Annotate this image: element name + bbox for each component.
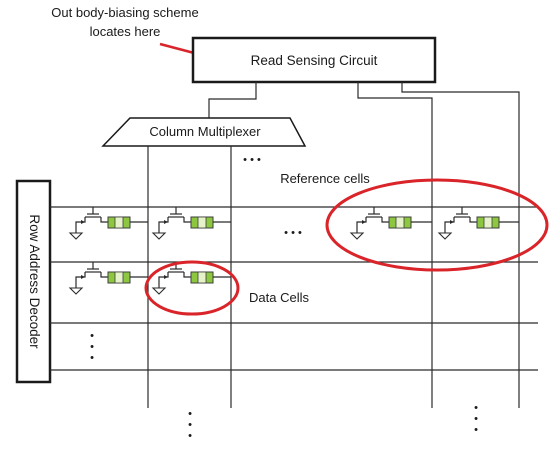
data-cells-label: Data Cells (249, 290, 309, 305)
vertical-ellipsis-dot: • (90, 352, 94, 364)
row-ellipsis: • • • (284, 227, 302, 239)
memory-cells (68, 207, 519, 295)
wordlines (50, 206, 538, 371)
vertical-ellipsis-dot: • (474, 424, 478, 436)
ground-icon (349, 232, 365, 240)
data-cell-highlight (144, 260, 240, 316)
ground-icon (151, 287, 167, 295)
column-multiplexer-label: Column Multiplexer (149, 124, 261, 139)
vertical-ellipsis-dot: • (188, 419, 192, 431)
ground-icon (68, 287, 84, 295)
row-address-decoder-label: Row Address Decoder (27, 214, 42, 349)
body-biasing-note-line1: Out body-biasing scheme (51, 5, 198, 20)
ground-icon (437, 232, 453, 240)
mtj-icon (107, 271, 131, 284)
mtj-1t1r-cell-icon (151, 262, 231, 295)
vertical-ellipsis-dot: • (90, 330, 94, 342)
body-biasing-note-line2: locates here (90, 24, 161, 39)
mtj-icon (190, 271, 214, 284)
column-ellipsis-top: • • • (243, 154, 261, 166)
mtj-icon (190, 216, 214, 229)
read-sensing-circuit-label: Read Sensing Circuit (251, 53, 378, 68)
mtj-icon (476, 216, 500, 229)
mtj-1t1r-cell-icon (437, 207, 519, 240)
mtj-1t1r-cell-icon (151, 207, 231, 240)
vertical-ellipsis-dot: • (474, 402, 478, 414)
reference-cells-label: Reference cells (280, 171, 370, 186)
read-sensing-circuit-block: Read Sensing Circuit (191, 36, 437, 84)
vertical-ellipsis-dot: • (188, 408, 192, 420)
mtj-1t1r-cell-icon (68, 262, 148, 295)
row-address-decoder-block: Row Address Decoder (15, 179, 52, 384)
reference-cells-highlight (325, 178, 549, 272)
vertical-ellipsis-dot: • (90, 341, 94, 353)
mtj-icon (388, 216, 412, 229)
vertical-ellipses: ••••••••• (90, 330, 478, 442)
mtj-1t1r-cell-icon (349, 207, 432, 240)
vertical-ellipsis-dot: • (188, 430, 192, 442)
sensing-connections (208, 82, 520, 408)
mtj-icon (107, 216, 131, 229)
mtj-1t1r-cell-icon (68, 207, 148, 240)
column-multiplexer-block: Column Multiplexer (101, 117, 307, 147)
ground-icon (151, 232, 167, 240)
vertical-ellipsis-dot: • (474, 413, 478, 425)
ground-icon (68, 232, 84, 240)
